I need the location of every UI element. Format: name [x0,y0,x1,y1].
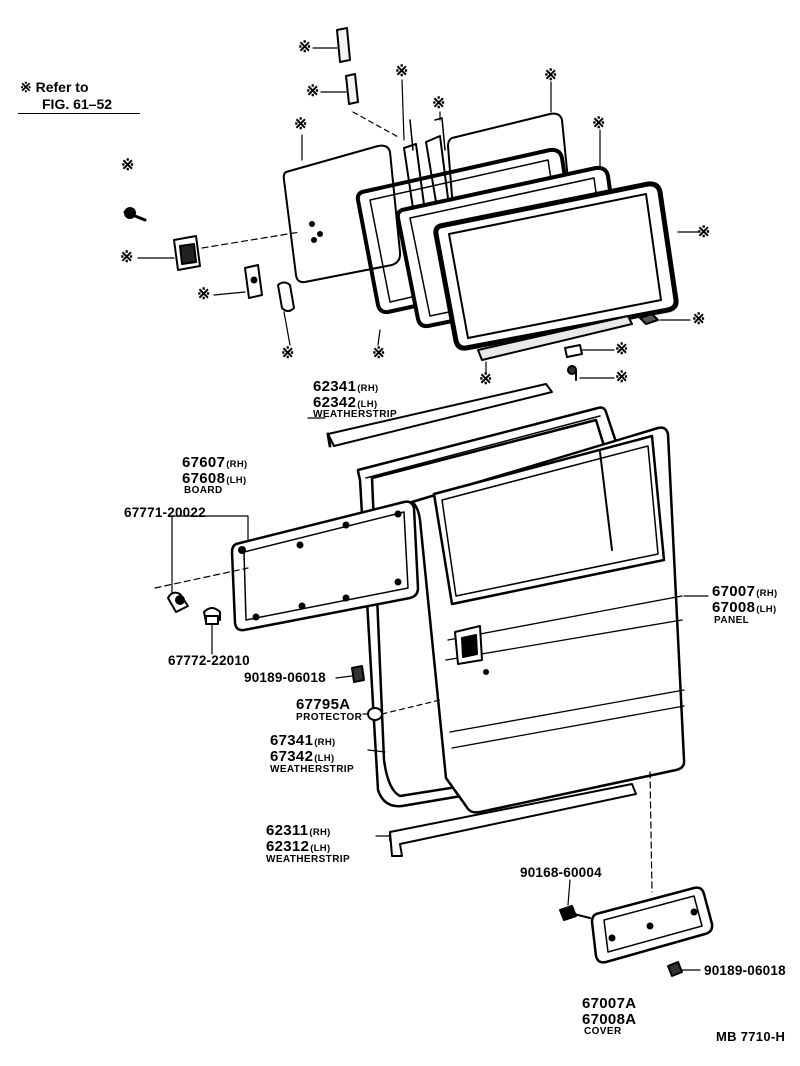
asterisk-mark: ※ [395,63,409,80]
lower-weatherstrip [375,783,637,857]
asterisk-mark: ※ [372,345,386,362]
upper-strip-part [336,27,401,139]
part-number-67772: 67772-22010 [168,653,250,668]
reference-note: ※ Refer to [20,80,89,94]
asterisk-mark: ※ [432,95,446,112]
asterisk-mark: ※ [615,341,629,358]
reference-line1: Refer to [35,79,89,95]
part-number-62312: 62312(LH) [266,839,330,854]
part-number-90189-upper: 90189-06018 [244,670,326,685]
part-number-67771: 67771-20022 [124,505,206,520]
reference-figure: FIG. 61–52 [42,96,113,112]
part-number-lh: 67608 [182,470,226,487]
part-name-weatherstrip-upper: WEATHERSTRIP [313,409,398,420]
part-number-67007: 67007(RH) [712,584,777,599]
part-name-board: BOARD [184,485,223,496]
asterisk-mark: ※ [692,311,706,328]
asterisk-mark: ※ [697,224,711,241]
clip-parts [167,591,441,721]
side-lh: (LH) [314,753,335,764]
part-number-62311: 62311(RH) [266,823,331,838]
side-rh: (RH) [314,737,336,748]
upper-weatherstrip [327,383,553,447]
part-name-weatherstrip-lower: WEATHERSTRIP [266,854,351,865]
part-name-protector: PROTECTOR [296,712,363,723]
part-number-67607: 67607(RH) [182,455,247,470]
part-number-90189-lower: 90189-06018 [704,963,786,978]
side-lh: (LH) [226,475,247,486]
window-weatherstrip-frame-3 [433,181,679,351]
door-panel [410,426,686,814]
asterisk-mark: ※ [544,67,558,84]
part-number-rh: 67607 [182,454,226,471]
side-rh: (RH) [357,383,379,394]
asterisk-mark: ※ [306,83,320,100]
part-number-rh: 62311 [266,822,309,839]
part-number-rh: 67341 [270,732,314,749]
side-rh: (RH) [226,459,248,470]
window-sill-rail [477,313,659,381]
part-name-panel: PANEL [714,615,750,626]
asterisk-mark: ※ [298,39,312,56]
part-number-67341: 67341(RH) [270,733,335,748]
part-number-62341: 62341(RH) [313,379,378,394]
asterisk-mark: ※ [592,115,606,132]
cover-nut [667,961,701,977]
part-number-rh: 67007 [712,583,756,600]
asterisk-symbol: ※ [20,79,32,95]
part-name-cover: COVER [584,1026,622,1037]
asterisk-mark: ※ [294,116,308,133]
door-cover [590,886,714,964]
part-name-weatherstrip-door: WEATHERSTRIP [270,764,355,775]
side-lh: (LH) [756,604,777,615]
door-trim-board [230,500,420,632]
part-number-rh: 62341 [313,378,357,395]
asterisk-mark: ※ [615,369,629,386]
part-number-67342: 67342(LH) [270,749,334,764]
part-number-67795a: 67795A [296,696,351,713]
part-number-62342: 62342(LH) [313,395,377,410]
asterisk-mark: ※ [120,249,134,266]
side-rh: (RH) [309,827,331,838]
asterisk-mark: ※ [479,371,493,388]
side-rh: (RH) [756,588,778,599]
window-glass-left [282,144,402,284]
asterisk-mark: ※ [281,345,295,362]
part-number-lh: 62342 [313,394,357,411]
asterisk-mark: ※ [197,286,211,303]
part-number-67007a: 67007A [582,995,637,1012]
cover-screw [559,879,591,921]
window-latch-parts [123,207,301,312]
figure-code: MB 7710-H [716,1029,786,1044]
part-number-lh: 67342 [270,748,314,765]
part-number-67008a: 67008A [582,1011,637,1028]
part-number-67008: 67008(LH) [712,600,776,615]
asterisk-mark: ※ [121,157,135,174]
reference-underline [18,113,140,114]
part-number-lh: 62312 [266,838,310,855]
part-number-lh: 67008 [712,599,756,616]
part-number-67608: 67608(LH) [182,471,246,486]
side-lh: (LH) [357,399,378,410]
side-lh: (LH) [310,843,331,854]
part-number-90168: 90168-60004 [520,865,602,880]
